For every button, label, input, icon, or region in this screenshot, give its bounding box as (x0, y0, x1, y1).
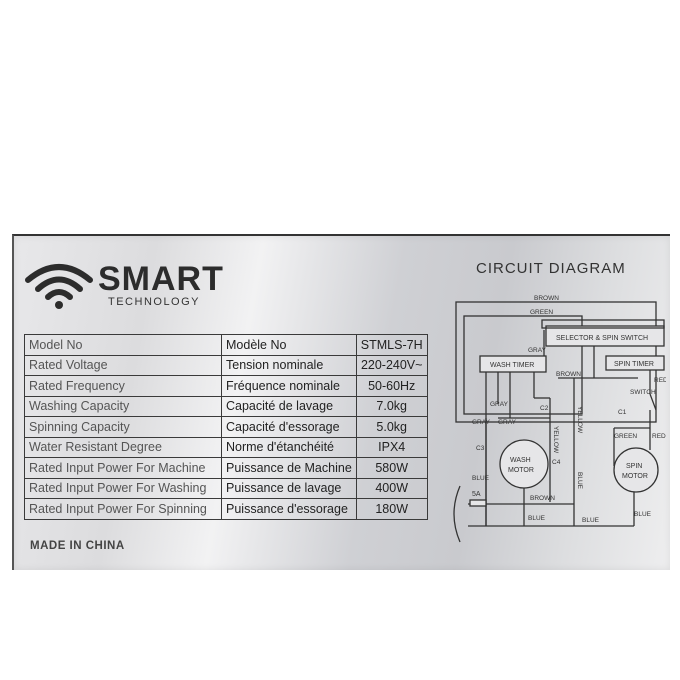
spec-label-fr: Puissance de Machine (221, 457, 357, 479)
wire-label: BROWN (530, 495, 555, 502)
spec-label-en: Washing Capacity (24, 395, 222, 417)
wire-label: BROWN (534, 295, 559, 302)
spec-label-fr: Norme d'étanchéité (221, 436, 357, 458)
spin-motor-label-2: MOTOR (622, 473, 648, 480)
spec-label-en: Rated Voltage (24, 354, 222, 376)
selector-label: SELECTOR & SPIN SWITCH (556, 335, 648, 342)
wire-label: BROWN (556, 371, 581, 378)
spin-timer-label: SPIN TIMER (614, 361, 654, 368)
spin-motor-label-1: SPIN (626, 463, 642, 470)
wash-motor-label-2: MOTOR (508, 467, 534, 474)
spec-label-en: Spinning Capacity (24, 416, 222, 438)
wire-label: RED (652, 433, 666, 440)
wire-label: GRAY (472, 419, 491, 426)
spec-label-fr: Puissance d'essorage (221, 498, 357, 520)
spec-label-en: Water Resistant Degree (24, 436, 222, 458)
wire-label: BLUE (528, 515, 546, 522)
switch-label: SWITCH (630, 389, 656, 396)
brand-logo: SMART TECHNOLOGY (24, 258, 254, 318)
spec-value: 580W (355, 457, 428, 479)
wire-label: YELLOW (552, 426, 559, 454)
brand-name: SMART (98, 260, 224, 298)
wifi-icon (25, 264, 93, 309)
spec-label-en: Rated Input Power For Spinning (24, 498, 222, 520)
spec-value: 7.0kg (355, 395, 428, 417)
spec-label-fr: Puissance de lavage (221, 477, 357, 499)
spec-label-fr: Capacité d'essorage (221, 416, 357, 438)
wire-label: BLUE (576, 472, 583, 490)
spec-value: IPX4 (355, 436, 428, 458)
cap-label: C4 (552, 459, 561, 466)
spec-label-fr: Tension nominale (221, 354, 357, 376)
wire-label: BLUE (582, 517, 600, 524)
spec-value: 400W (355, 477, 428, 499)
spec-label-fr: Fréquence nominale (221, 375, 357, 397)
fuse-label: 5A (472, 491, 481, 498)
wash-timer-label: WASH TIMER (490, 362, 534, 369)
spec-label-en: Rated Input Power For Washing (24, 477, 222, 499)
brand-tagline: TECHNOLOGY (108, 296, 201, 308)
spec-label-en: Model No (24, 334, 222, 356)
wire-label: GREEN (614, 433, 637, 440)
spec-value: 50-60Hz (355, 375, 428, 397)
spec-value: STMLS-7H (355, 334, 428, 356)
circuit-diagram: SELECTOR & SPIN SWITCH WASH TIMER SPIN T… (453, 295, 666, 543)
wire-label: BLUE (634, 511, 652, 518)
spec-value: 5.0kg (355, 416, 428, 438)
wire-label: GRAY (490, 401, 509, 408)
wire-label: RED (654, 377, 666, 384)
cap-label: C2 (540, 405, 549, 412)
origin-text: MADE IN CHINA (30, 540, 125, 552)
circuit-title: CIRCUIT DIAGRAM (476, 260, 626, 277)
spec-label-fr: Modèle No (221, 334, 357, 356)
cap-label: C3 (476, 445, 485, 452)
wire-label: BLUE (472, 475, 490, 482)
wire-label: GRAY (498, 419, 517, 426)
spec-value: 180W (355, 498, 428, 520)
wire-label: YELLOW (576, 406, 583, 434)
spec-label-fr: Capacité de lavage (221, 395, 357, 417)
wire-label: GRAY (528, 347, 547, 354)
spec-label-en: Rated Input Power For Machine (24, 457, 222, 479)
cap-label: C1 (618, 409, 627, 416)
spec-label-en: Rated Frequency (24, 375, 222, 397)
wash-motor-label-1: WASH (510, 457, 531, 464)
spec-value: 220-240V~ (355, 354, 428, 376)
wire-label: GREEN (530, 309, 553, 316)
